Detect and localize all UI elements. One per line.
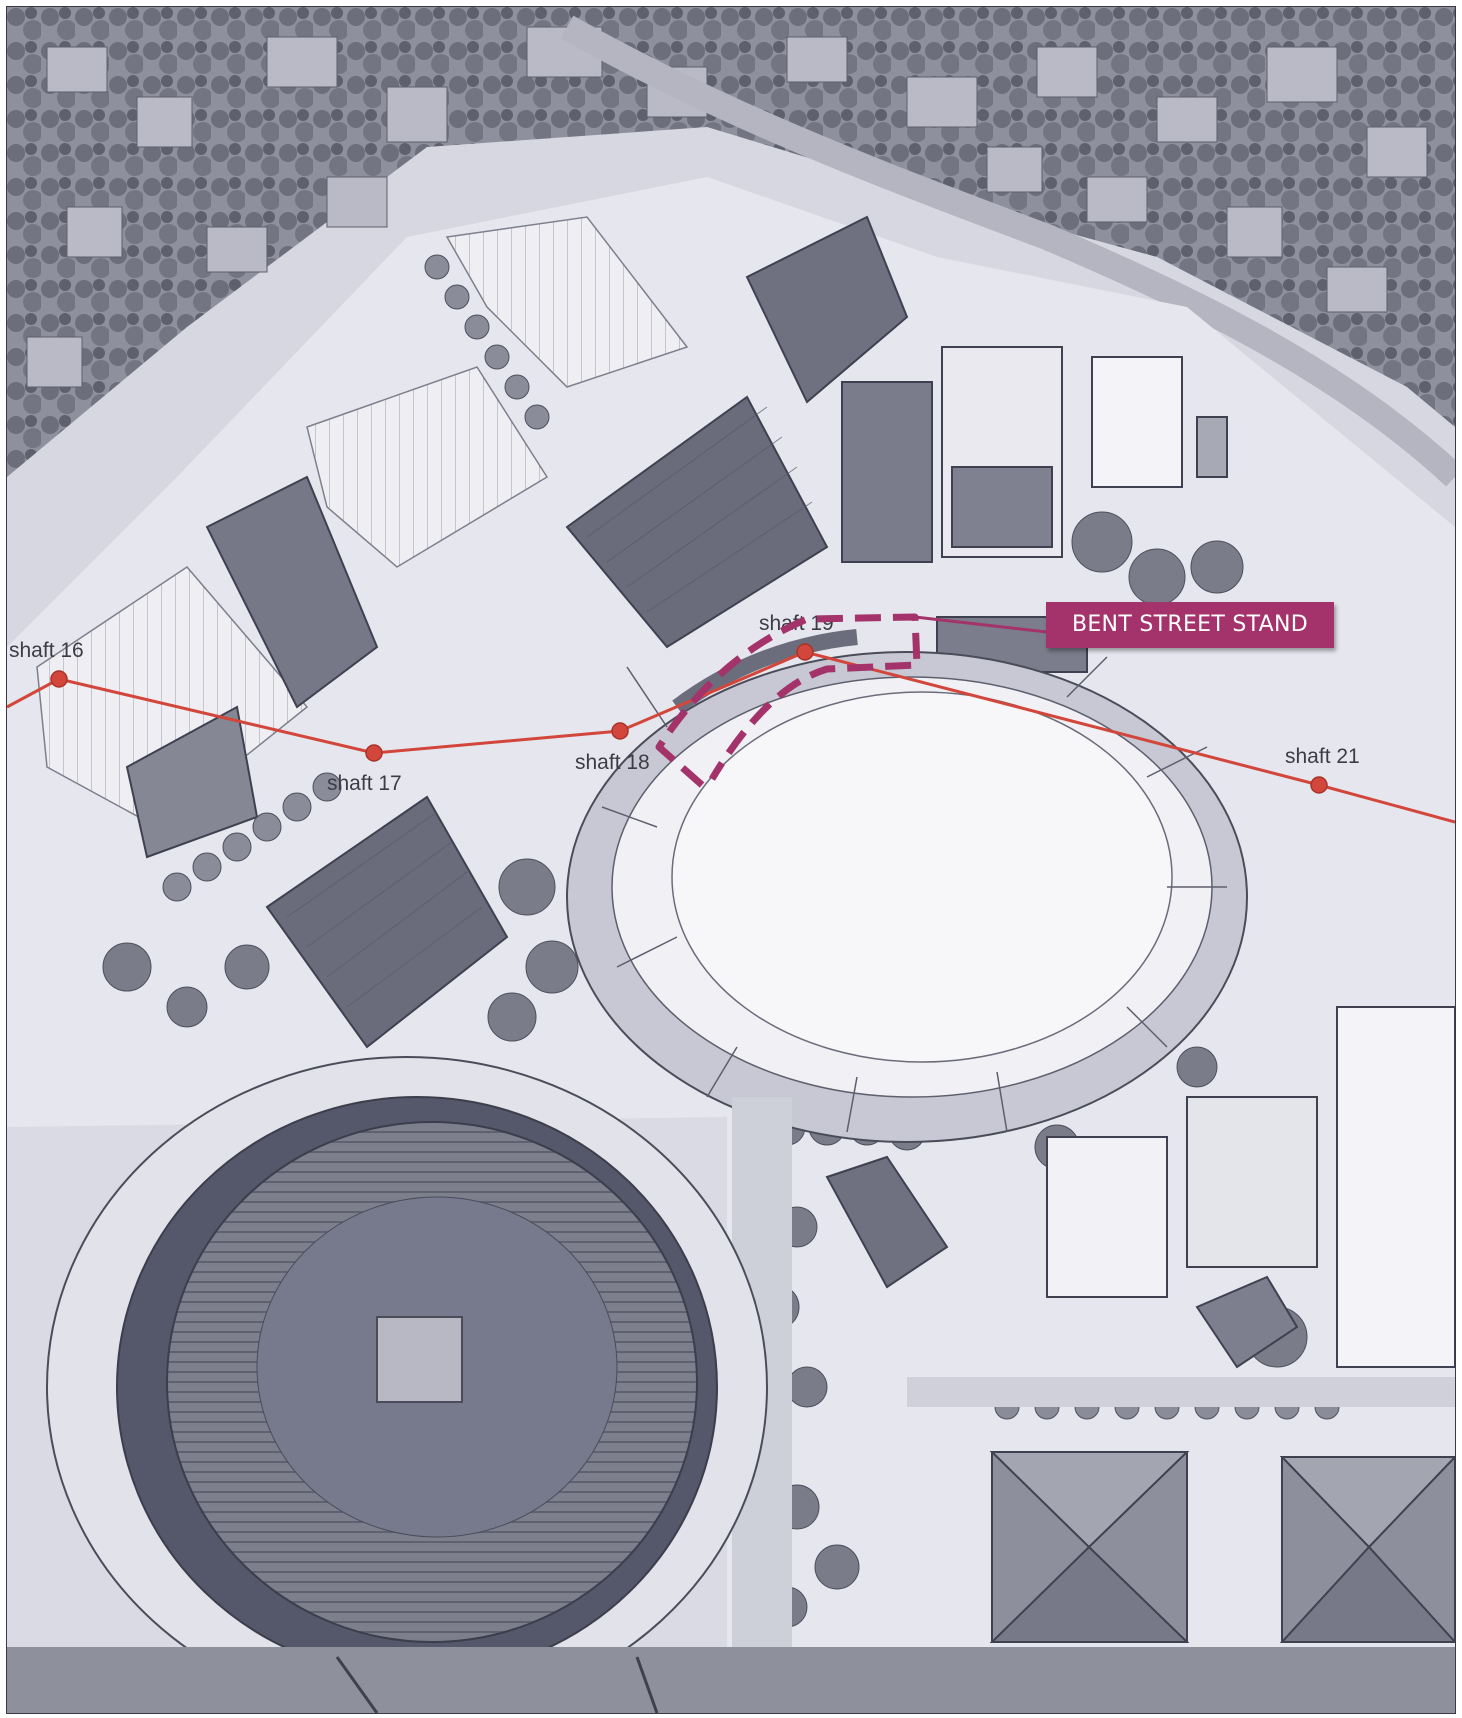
residential-area-north [7,7,1455,477]
road-northeast [560,15,1455,487]
road-east-west [907,1377,1455,1407]
oval-field [671,691,1173,1063]
shaft-16-marker [50,670,68,688]
shaft-18-marker [611,722,629,740]
pyramid-roof-buildings [989,1451,1455,1643]
residential-houses [26,26,1428,388]
map-canvas: shaft 16 shaft 17 shaft 18 shaft 19 shaf… [7,7,1455,1713]
shaft-17-marker [365,744,383,762]
roof-texture [286,406,813,1008]
south-buildings [825,1006,1455,1369]
shaft-21-label: shaft 21 [1285,745,1360,768]
oval-stand-segments [601,656,1227,1133]
parking-lots [36,216,689,828]
shaft-17-label: shaft 17 [327,772,402,795]
north-buildings [841,346,1228,673]
stadium [7,1056,768,1713]
bent-street-stand-outline [655,613,921,788]
aerial-site-map: shaft 16 shaft 17 shaft 18 shaft 19 shaf… [6,6,1456,1714]
shaft-16-label: shaft 16 [9,639,84,662]
bent-street-stand-callout: BENT STREET STAND [1046,602,1334,648]
shaft-18-label: shaft 18 [575,751,650,774]
shaft-21-marker [1310,776,1328,794]
pavilion-buildings [125,215,909,1049]
southern-boundary [7,1647,1455,1713]
callout-leader-line [914,615,1048,634]
shaft-markers [50,643,1328,794]
shaft-19-marker [796,643,814,661]
